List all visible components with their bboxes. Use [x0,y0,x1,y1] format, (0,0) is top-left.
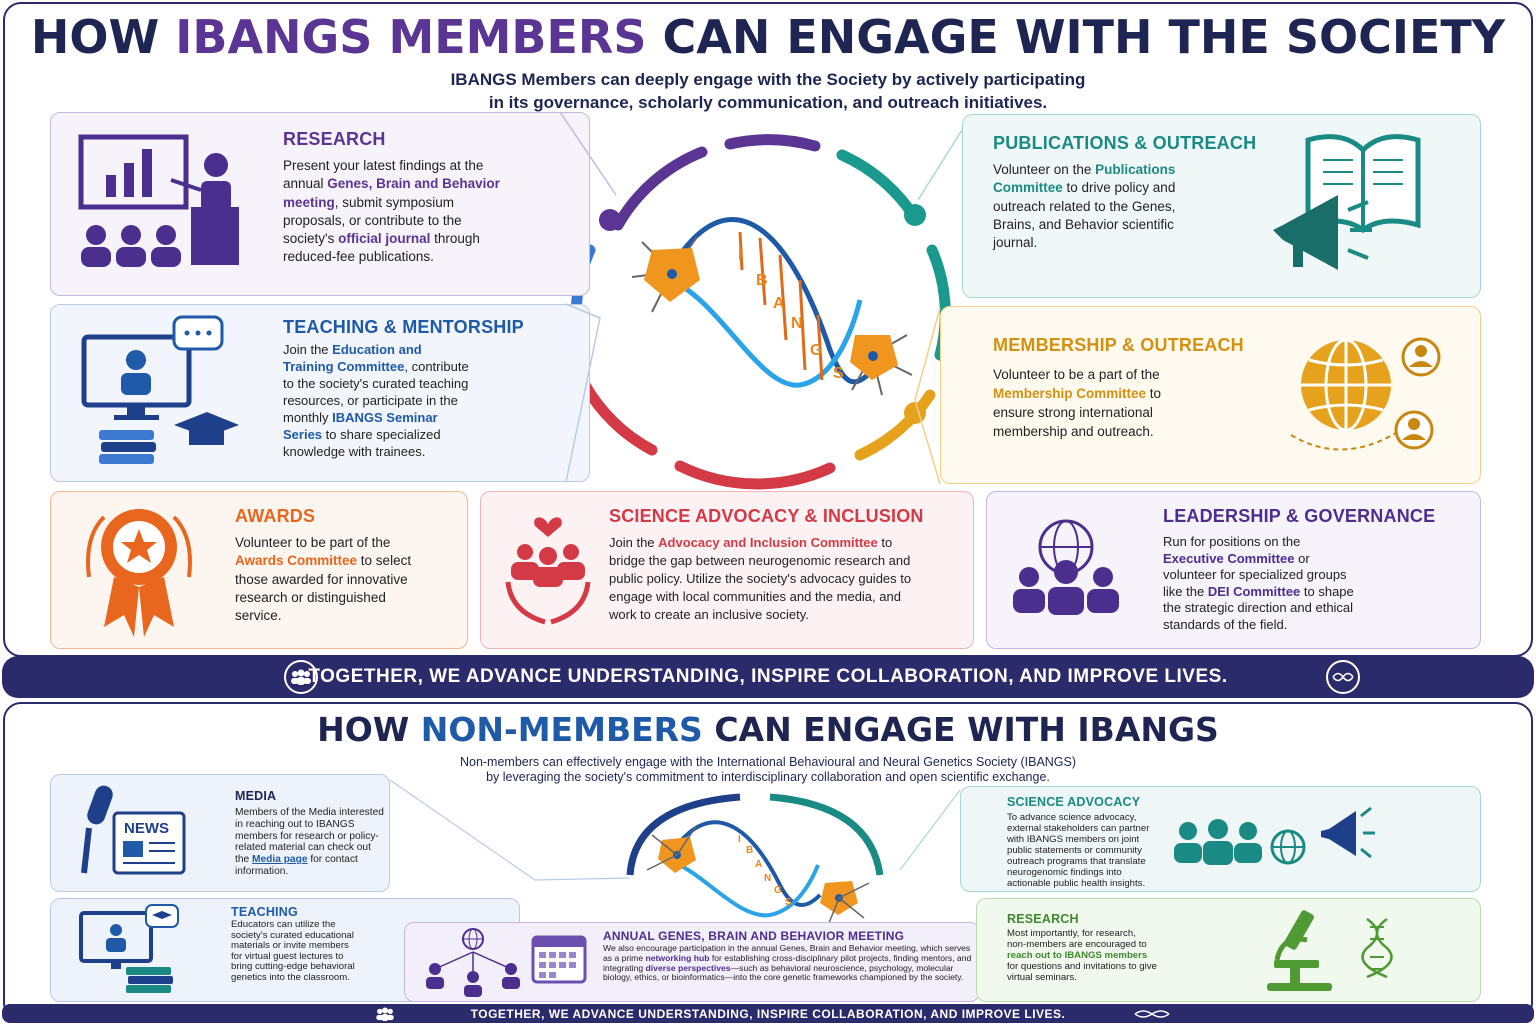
publications-text: Volunteer on the Publications Committee … [993,162,1176,251]
nm-research-text: Most importantly, for research, non-memb… [1007,928,1157,983]
card-research: RESEARCH Present your latest findings at… [50,112,590,296]
card-annual-meeting: ANNUAL GENES, BRAIN AND BEHAVIOR MEETING… [404,922,980,1002]
membership-title: MEMBERSHIP & OUTREACH [993,335,1244,355]
nonmembers-intro: Non-members can effectively engage with … [459,755,1077,784]
svg-text:A: A [773,295,785,312]
group-icon [284,660,318,694]
book-megaphone-icon [1273,134,1421,270]
leadership-title: LEADERSHIP & GOVERNANCE [1163,506,1436,526]
award-ribbon-icon [86,509,192,637]
nm-research-title: RESEARCH [1007,912,1079,926]
card-publications-outreach: PUBLICATIONS & OUTREACH Volunteer on the… [962,114,1481,298]
svg-text:I: I [738,834,741,845]
svg-text:NEWS: NEWS [124,820,169,837]
nonmembers-tagline: TOGETHER, WE ADVANCE UNDERSTANDING, INSP… [470,1006,1066,1021]
online-teaching-icon [81,315,239,464]
svg-text:S: S [785,897,792,908]
dna-icon [1361,917,1393,979]
svg-text:B: B [756,272,768,289]
nm-advocacy-title: SCIENCE ADVOCACY [1007,795,1141,809]
leadership-text: Run for positions on the Executive Commi… [1163,534,1354,632]
svg-text:I: I [738,247,742,264]
card-nm-science-advocacy: SCIENCE ADVOCACY To advance science advo… [960,786,1481,892]
svg-text:B: B [746,845,753,856]
research-title: RESEARCH [283,129,386,149]
svg-text:N: N [764,873,771,884]
teaching-title: TEACHING & MENTORSHIP [283,317,524,337]
presenter-icon [78,134,239,267]
card-media: NEWS MEDIA Members of the Media interest… [50,774,390,892]
online-teaching-icon [79,904,179,993]
nonmembers-tagline-band: TOGETHER, WE ADVANCE UNDERSTANDING, INSP… [2,1004,1534,1023]
media-title: MEDIA [235,789,277,803]
nm-teaching-text: Educators can utilize the society's cura… [231,919,355,983]
community-care-icon [505,517,591,625]
advocacy-group-icon [1174,806,1375,865]
nonmembers-hub: I B A N G S [626,793,884,924]
card-membership-outreach: MEMBERSHIP & OUTREACH Volunteer to be a … [940,306,1481,484]
nonmembers-heading: HOW NON-MEMBERS CAN ENGAGE WITH IBANGS [317,710,1219,749]
svg-text:N: N [791,315,803,332]
group-icon [376,1006,394,1021]
card-nm-research: RESEARCH Most importantly, for research,… [976,898,1481,1002]
svg-text:A: A [755,859,762,870]
globe-members-icon [1290,337,1441,451]
meeting-text: We also encourage participation in the a… [603,943,972,983]
nm-advocacy-text: To advance science advocacy, external st… [1007,812,1150,889]
microscope-icon [1267,910,1332,991]
svg-text:S: S [833,365,844,382]
membership-text: Volunteer to be a part of the Membership… [993,367,1162,439]
members-intro: IBANGS Members can deeply engage with th… [450,70,1086,112]
advocacy-title: SCIENCE ADVOCACY & INCLUSION [609,506,924,526]
awards-text: Volunteer to be part of the Awards Commi… [235,535,412,624]
news-microphone-icon: NEWS [81,785,186,875]
advocacy-text: Join the Advocacy and Inclusion Committe… [609,535,912,622]
members-connectors [559,111,963,485]
network-calendar-icon [426,928,587,997]
svg-text:G: G [810,342,822,359]
awards-title: AWARDS [235,506,316,526]
research-text: Present your latest findings at the annu… [283,158,500,265]
members-tagline-band: TOGETHER, WE ADVANCE UNDERSTANDING, INSP… [2,656,1534,698]
card-awards: AWARDS Volunteer to be part of the Award… [50,491,468,649]
svg-text:G: G [774,885,782,896]
meeting-title: ANNUAL GENES, BRAIN AND BEHAVIOR MEETING [603,929,905,943]
teaching-text: Join the Education and Training Committe… [283,342,469,459]
dna-icon [1326,660,1360,694]
members-tagline: TOGETHER, WE ADVANCE UNDERSTANDING, INSP… [308,666,1228,687]
nm-teaching-title: TEACHING [231,905,298,919]
card-teaching-mentorship: TEACHING & MENTORSHIP Join the Education… [50,304,590,482]
card-leadership-governance: LEADERSHIP & GOVERNANCE Run for position… [986,491,1481,649]
media-text: Members of the Media interested in reach… [235,807,384,877]
global-leadership-icon [1013,519,1119,615]
media-page-link[interactable]: Media page [252,854,308,866]
dna-icon [1132,1007,1172,1021]
members-heading: HOW IBANGS MEMBERS CAN ENGAGE WITH THE S… [30,10,1506,64]
card-science-advocacy-inclusion: SCIENCE ADVOCACY & INCLUSION Join the Ad… [480,491,974,649]
publications-title: PUBLICATIONS & OUTREACH [993,133,1257,153]
